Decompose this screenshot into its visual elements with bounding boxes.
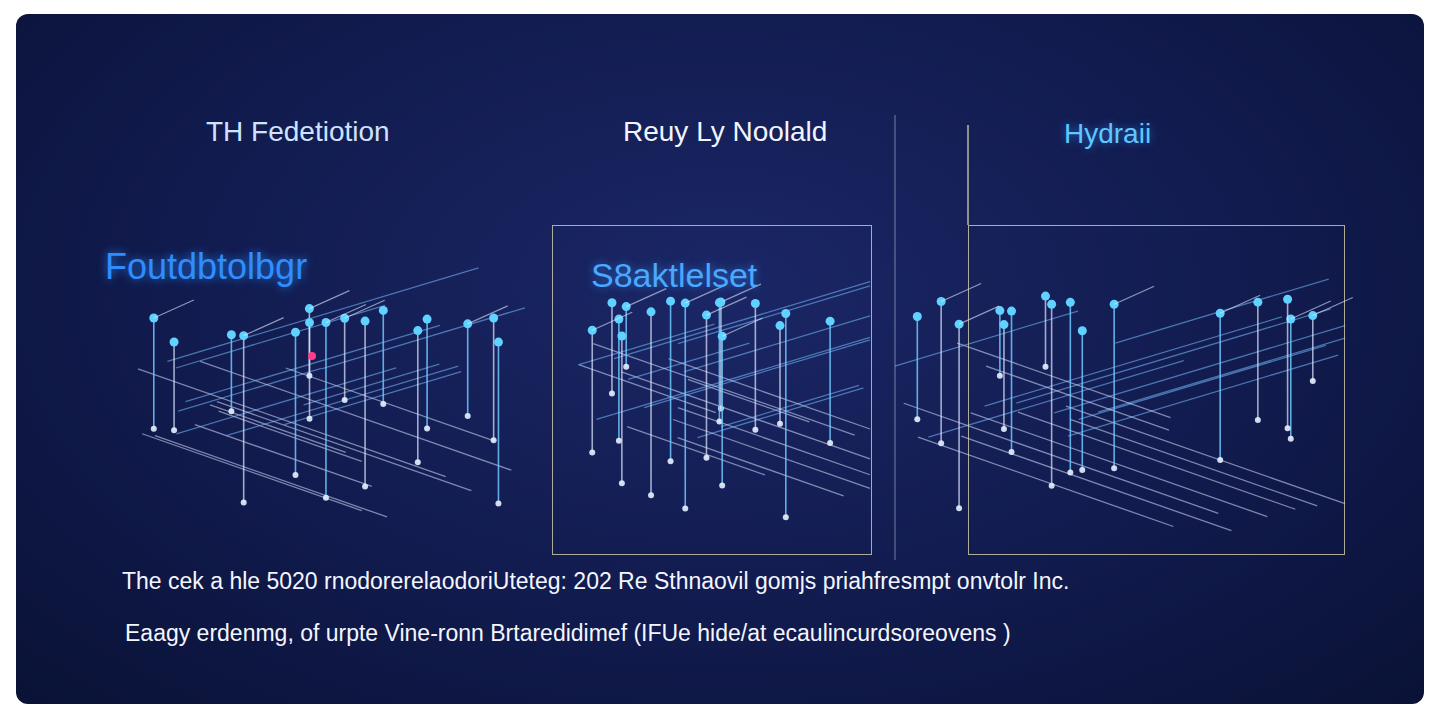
panel-box: Hydraii xyxy=(968,225,1345,555)
column-heading: Hydraii xyxy=(1064,118,1151,150)
panel-box: S8aktlelset xyxy=(552,225,872,555)
wireframe-network xyxy=(138,268,1353,531)
divider-line xyxy=(967,125,969,225)
section-label: Foutdbtolbgr xyxy=(105,246,307,288)
box-label: S8aktlelset xyxy=(591,256,757,295)
divider-line xyxy=(894,115,895,560)
caption-line: Eaagy erdenmg, of urpte Vine-ronn Brtare… xyxy=(125,620,1011,647)
caption-line: The cek a hle 5020 rnodorerelaodoriUtete… xyxy=(122,568,1069,595)
column-heading: Reuy Ly Noolald xyxy=(623,116,827,148)
column-heading: TH Fedetiotion xyxy=(206,116,390,148)
